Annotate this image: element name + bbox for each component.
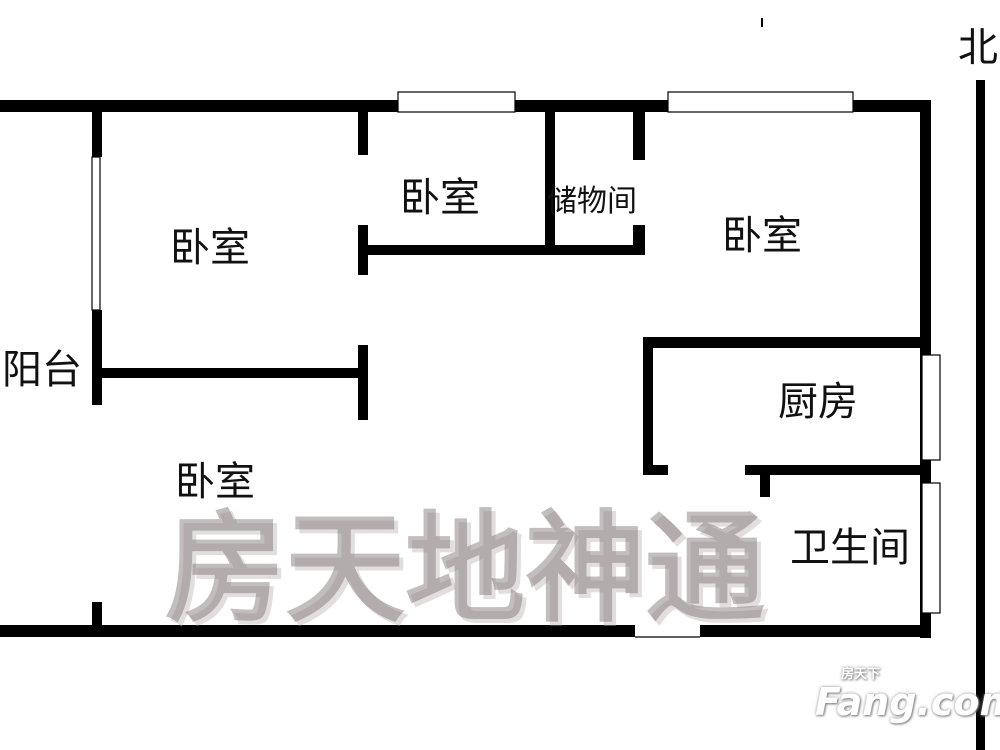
wall-bottom-right (700, 625, 931, 637)
wall-bath-stub (760, 475, 770, 497)
watermark: 房天地神通 (165, 500, 765, 639)
fang-logo: 房天下 Fang.com (815, 668, 1000, 721)
wall-balcony-upper (92, 112, 102, 157)
window-top-1 (397, 91, 516, 113)
window-bath (921, 482, 941, 614)
wall-balcony-stub (92, 602, 102, 625)
wall-kitchen-stub (643, 465, 668, 475)
tick-mark (761, 18, 763, 27)
wall-v1a (358, 112, 368, 155)
wall-kitchen-left (643, 337, 653, 475)
room-label-bedroom-small: 卧室 (400, 175, 480, 221)
window-kitchen (921, 354, 941, 461)
logo-cn: 房天下 (841, 667, 881, 682)
wall-bottom-left (0, 625, 635, 637)
window-top-2 (667, 91, 854, 113)
wall-bedroom-divider (100, 368, 362, 378)
room-label-storage: 储物间 (547, 184, 637, 219)
wall-h-small (358, 245, 645, 255)
window-balcony (91, 156, 101, 311)
compass-north-label: 北 (958, 25, 998, 71)
wall-kitchen-top (643, 337, 931, 348)
wall-bath-top (745, 465, 931, 475)
wall-storage-right-a (633, 112, 645, 160)
wall-v1c (358, 345, 368, 420)
room-label-bedroom-right: 卧室 (722, 213, 802, 259)
room-label-bathroom: 卫生间 (790, 525, 910, 571)
room-label-bedroom-left: 卧室 (170, 225, 250, 271)
logo-en: Fang.com (815, 680, 1000, 724)
wall-storage-right-b (633, 225, 645, 255)
room-label-bedroom-bottom: 卧室 (175, 459, 255, 505)
room-label-balcony: 阳台 (2, 347, 82, 393)
wall-balcony-mid (92, 310, 102, 405)
outer-line-right (976, 80, 985, 750)
room-label-kitchen: 厨房 (778, 379, 858, 425)
wall-storage-left (545, 112, 555, 247)
